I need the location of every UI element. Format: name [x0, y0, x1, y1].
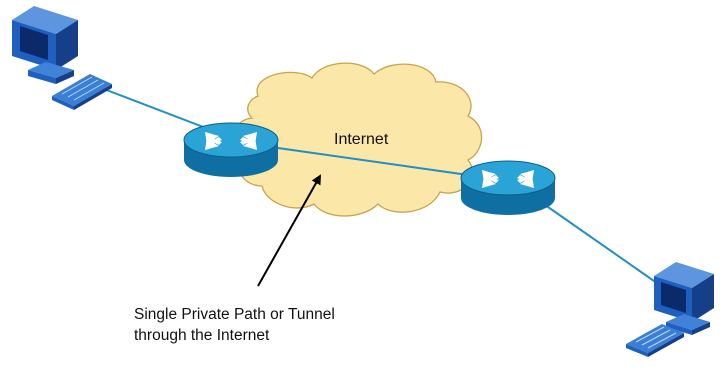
annotation: Single Private Path or Tunnel through th… [134, 306, 335, 344]
link-pc-left-router [96, 86, 206, 128]
annotation-line-2: through the Internet [134, 327, 270, 344]
computer-icon [654, 262, 714, 335]
annotation-line-1: Single Private Path or Tunnel [134, 306, 335, 323]
computer-left [12, 6, 112, 110]
router-icon [184, 123, 278, 177]
router-icon [461, 161, 555, 215]
computer-right [626, 262, 714, 357]
router-left [184, 123, 278, 177]
router-right [461, 161, 555, 215]
computer-icon [12, 6, 78, 84]
link-router-pc-right [538, 200, 664, 288]
cloud-label: Internet [334, 131, 389, 148]
